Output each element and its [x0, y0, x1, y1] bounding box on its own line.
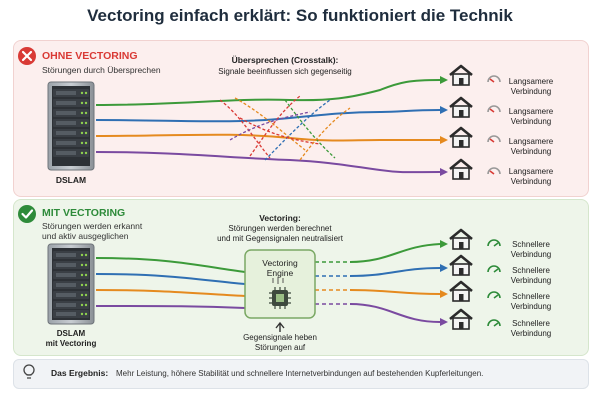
section-subtitle-without: Störungen durch Übersprechen: [42, 65, 161, 75]
crosstalk-description: Signale beeinflussen sich gegenseitig: [218, 67, 352, 76]
house-icon: [448, 228, 474, 251]
vectoring-engine: [244, 249, 316, 319]
crosstalk-title: Übersprechen (Crosstalk):: [231, 55, 339, 65]
line-green-top: [95, 79, 441, 106]
crosstalk-interference: [219, 95, 351, 161]
result-text: Mehr Leistung, höhere Stabilität und sch…: [116, 369, 484, 378]
line-blue-top: [95, 109, 441, 123]
dslam-rack-icon: [47, 81, 95, 171]
house-icon: [448, 280, 474, 303]
line-purple-top: [95, 151, 441, 174]
line-green-bottom: [349, 243, 441, 263]
dslam-vectoring-rack-icon: [47, 243, 95, 325]
section-heading-with: MIT VECTORING: [42, 207, 126, 219]
gauge-fast-icon: [487, 239, 501, 327]
vectoring-title: Vectoring:: [259, 213, 301, 223]
check-circle-icon: [18, 205, 36, 223]
house-icon: [448, 64, 474, 87]
house-icon: [448, 308, 474, 331]
lightbulb-icon: [23, 364, 35, 379]
house-icon: [448, 158, 474, 181]
section-heading-without: OHNE VECTORING: [42, 50, 138, 62]
line-blue-bottom: [349, 267, 441, 277]
gauge-slow-icon: [487, 75, 501, 175]
page-title: Vectoring einfach erklärt: So funktionie…: [87, 6, 513, 25]
result-label: Das Ergebnis:: [51, 368, 109, 378]
chip-icon: [269, 287, 291, 309]
house-icon: [448, 126, 474, 149]
x-circle-icon: [18, 47, 36, 65]
line-purple-bottom: [349, 303, 441, 323]
house-icon: [448, 96, 474, 119]
line-orange-top: [95, 133, 440, 142]
up-arrow-icon: [275, 321, 285, 332]
line-orange-bottom: [349, 289, 441, 295]
dslam-label: DSLAM: [55, 175, 87, 185]
result-footer: [13, 359, 589, 389]
panel-without-vectoring: [13, 40, 589, 197]
house-icon: [448, 254, 474, 277]
